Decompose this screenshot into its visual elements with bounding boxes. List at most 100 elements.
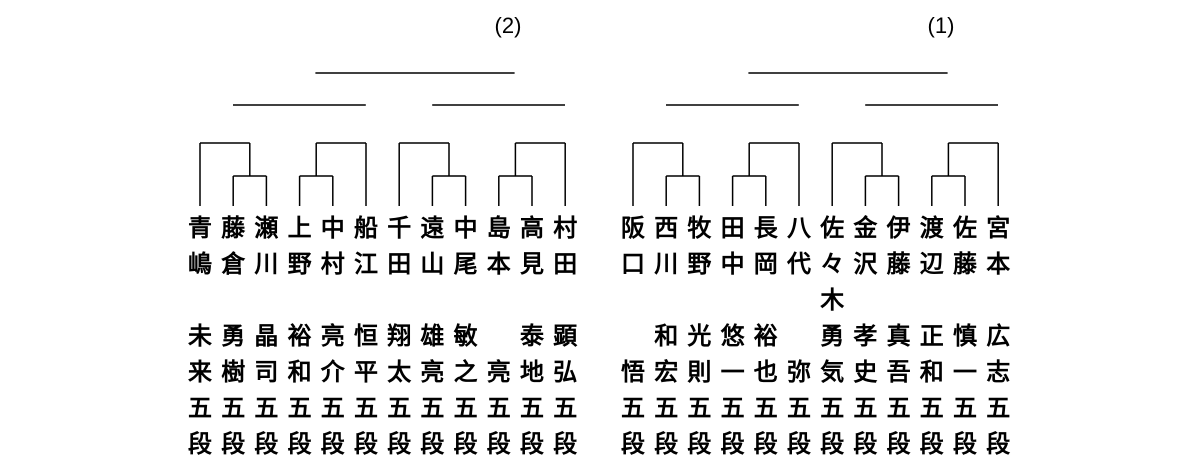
player-given-char: 和 <box>919 357 944 386</box>
player-name: 島本​​亮五段 <box>482 210 515 462</box>
player-rank-char: 五 <box>520 393 544 422</box>
player-surname-char: 川 <box>254 249 279 278</box>
name-gap: ​ <box>949 282 982 318</box>
player-surname-char: 江 <box>354 249 378 278</box>
player-rank-char: 五 <box>720 393 745 422</box>
player-given-char: 司 <box>254 357 279 386</box>
player-given-char: 未 <box>188 321 212 350</box>
player-given-char: 介 <box>320 357 345 386</box>
player-surname-char: 村 <box>553 213 578 242</box>
player-given-char: 晶 <box>254 321 279 350</box>
player-rank-char: 段 <box>654 429 679 458</box>
name-gap: ​ <box>350 282 383 318</box>
player-rank-char: 段 <box>787 429 811 458</box>
player-rank-char: 五 <box>886 393 911 422</box>
player-rank-char: 段 <box>486 429 511 458</box>
player-given-char: 光 <box>687 321 712 350</box>
player-surname-char: 嶋 <box>188 249 212 278</box>
player-given-char: 恒 <box>354 321 378 350</box>
player-rank-char: 五 <box>986 393 1011 422</box>
player-given-char: 悠 <box>720 321 745 350</box>
player-surname-char: 田 <box>387 249 412 278</box>
player-surname-char: 中 <box>720 249 745 278</box>
name-gap: ​ <box>882 282 915 318</box>
name-gap: ​ <box>783 282 816 318</box>
player-surname-char: 尾 <box>453 249 478 278</box>
player-surname-char: 佐 <box>953 213 977 242</box>
player-surname-char: 金 <box>853 213 878 242</box>
player-rank-char: 段 <box>720 429 745 458</box>
player-rank-char: 五 <box>320 393 345 422</box>
player-rank-char: 段 <box>354 429 378 458</box>
name-gap: ​ <box>316 282 349 318</box>
name-gap: ​ <box>549 282 582 318</box>
player-rank-char: 五 <box>621 393 645 422</box>
player-name: 八代​​弥五段 <box>783 210 816 462</box>
player-surname-char: 牧 <box>687 213 712 242</box>
player-rank-char: 段 <box>621 429 645 458</box>
player-given-char: 樹 <box>221 357 246 386</box>
player-given-char: 亮 <box>486 357 511 386</box>
name-gap: ​ <box>283 282 316 318</box>
name-gap: ​ <box>683 282 716 318</box>
player-rank-char: 段 <box>188 429 212 458</box>
player-given-char: 亮 <box>320 321 345 350</box>
player-rank-char: 五 <box>787 393 811 422</box>
player-rank-char: 段 <box>420 429 445 458</box>
player-given-char: 史 <box>853 357 878 386</box>
name-gap: ​ <box>516 282 549 318</box>
player-given-char: 地 <box>520 357 544 386</box>
player-surname-char: 瀬 <box>254 213 279 242</box>
player-given-char: 孝 <box>853 321 878 350</box>
player-rank-char: 五 <box>188 393 212 422</box>
player-surname-char: 川 <box>654 249 679 278</box>
player-given-char: 気 <box>820 357 845 386</box>
player-given-char: 裕 <box>753 321 778 350</box>
name-gap: ​ <box>449 282 482 318</box>
player-given-char: 勇 <box>221 321 246 350</box>
player-rank-char: 五 <box>919 393 944 422</box>
player-given-char: 之 <box>453 357 478 386</box>
player-given-char: 勇 <box>820 321 845 350</box>
player-rank-char: 段 <box>820 429 845 458</box>
player-given-char: 雄 <box>420 321 445 350</box>
player-given-char: 来 <box>188 357 212 386</box>
player-rank-char: 五 <box>654 393 679 422</box>
player-rank-char: 五 <box>354 393 378 422</box>
player-given-char: 也 <box>753 357 778 386</box>
player-rank-char: 段 <box>953 429 977 458</box>
player-given-char: 泰 <box>520 321 544 350</box>
player-surname-char: 遠 <box>420 213 445 242</box>
player-surname-char: 阪 <box>621 213 645 242</box>
player-rank-char: 五 <box>753 393 778 422</box>
player-surname-char: 藤 <box>886 249 911 278</box>
player-surname-char: 口 <box>621 249 645 278</box>
player-rank-char: 段 <box>254 429 279 458</box>
player-rank-char: 段 <box>919 429 944 458</box>
player-rank-char: 段 <box>453 429 478 458</box>
name-gap: ​ <box>617 282 650 318</box>
player-given-char: 平 <box>354 357 378 386</box>
name-gap: ​ <box>217 282 250 318</box>
player-surname-char: 田 <box>553 249 578 278</box>
player-surname-char: 山 <box>420 249 445 278</box>
player-given-char: 広 <box>986 321 1011 350</box>
player-rank-char: 五 <box>387 393 412 422</box>
player-rank-char: 五 <box>221 393 246 422</box>
player-surname-char: 沢 <box>853 249 878 278</box>
name-gap: ​ <box>749 282 782 318</box>
player-surname-char: 辺 <box>919 249 944 278</box>
player-rank-char: 段 <box>320 429 345 458</box>
player-rank-char: 五 <box>820 393 845 422</box>
player-surname-char: 中 <box>453 213 478 242</box>
player-surname-char: 島 <box>486 213 511 242</box>
